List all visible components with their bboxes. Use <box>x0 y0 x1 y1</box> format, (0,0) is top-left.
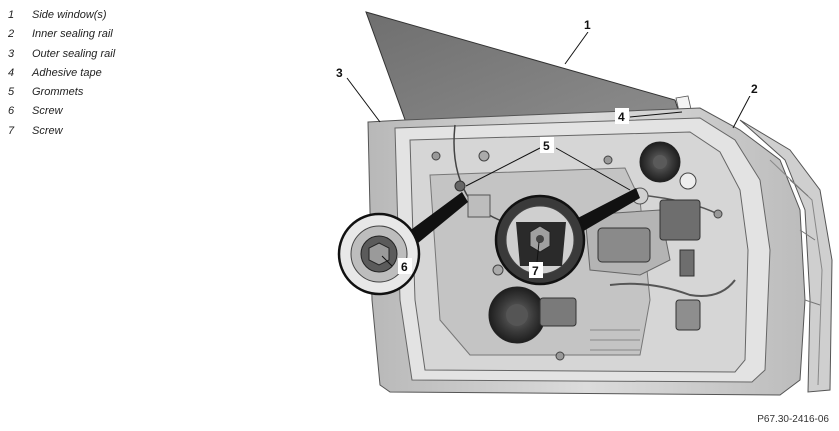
callout-7: 7 <box>532 264 539 278</box>
legend-number: 2 <box>8 28 15 41</box>
legend-item: 3 Outer sealing rail <box>8 45 115 64</box>
legend-label: Outer sealing rail <box>32 47 116 60</box>
legend-item: 1 Side window(s) <box>8 6 115 25</box>
screw-icon <box>368 242 390 266</box>
legend-number: 6 <box>8 105 15 118</box>
legend-item: 6 Screw <box>8 102 115 121</box>
detail-pointer-right <box>570 188 640 236</box>
legend-number: 3 <box>8 47 15 60</box>
callout-5: 5 <box>543 139 550 153</box>
detail-pointer-left <box>408 192 468 248</box>
legend-number: 5 <box>8 86 15 99</box>
legend-label: Grommets <box>32 86 84 99</box>
legend-label: Inner sealing rail <box>32 28 113 41</box>
legend-label: Side window(s) <box>32 9 107 21</box>
legend-label: Adhesive tape <box>32 66 102 79</box>
callout-6: 6 <box>401 260 408 274</box>
legend-label: Screw <box>32 105 63 118</box>
legend: 1 Side window(s) 2 Inner sealing rail 3 … <box>8 6 115 141</box>
callout-2: 2 <box>751 82 758 96</box>
callout-3: 3 <box>336 66 343 80</box>
legend-label: Screw <box>32 124 63 137</box>
legend-number: 1 <box>8 9 15 21</box>
window-motor <box>597 227 651 263</box>
legend-number: 7 <box>8 124 15 137</box>
callout-1: 1 <box>584 18 591 32</box>
callout-4: 4 <box>618 110 625 124</box>
legend-item: 4 Adhesive tape <box>8 64 115 83</box>
legend-item: 5 Grommets <box>8 83 115 102</box>
legend-number: 4 <box>8 66 15 79</box>
reference-code: P67.30-2416-06 <box>757 414 829 425</box>
legend-item: 2 Inner sealing rail <box>8 25 115 44</box>
legend-item: 7 Screw <box>8 122 115 141</box>
